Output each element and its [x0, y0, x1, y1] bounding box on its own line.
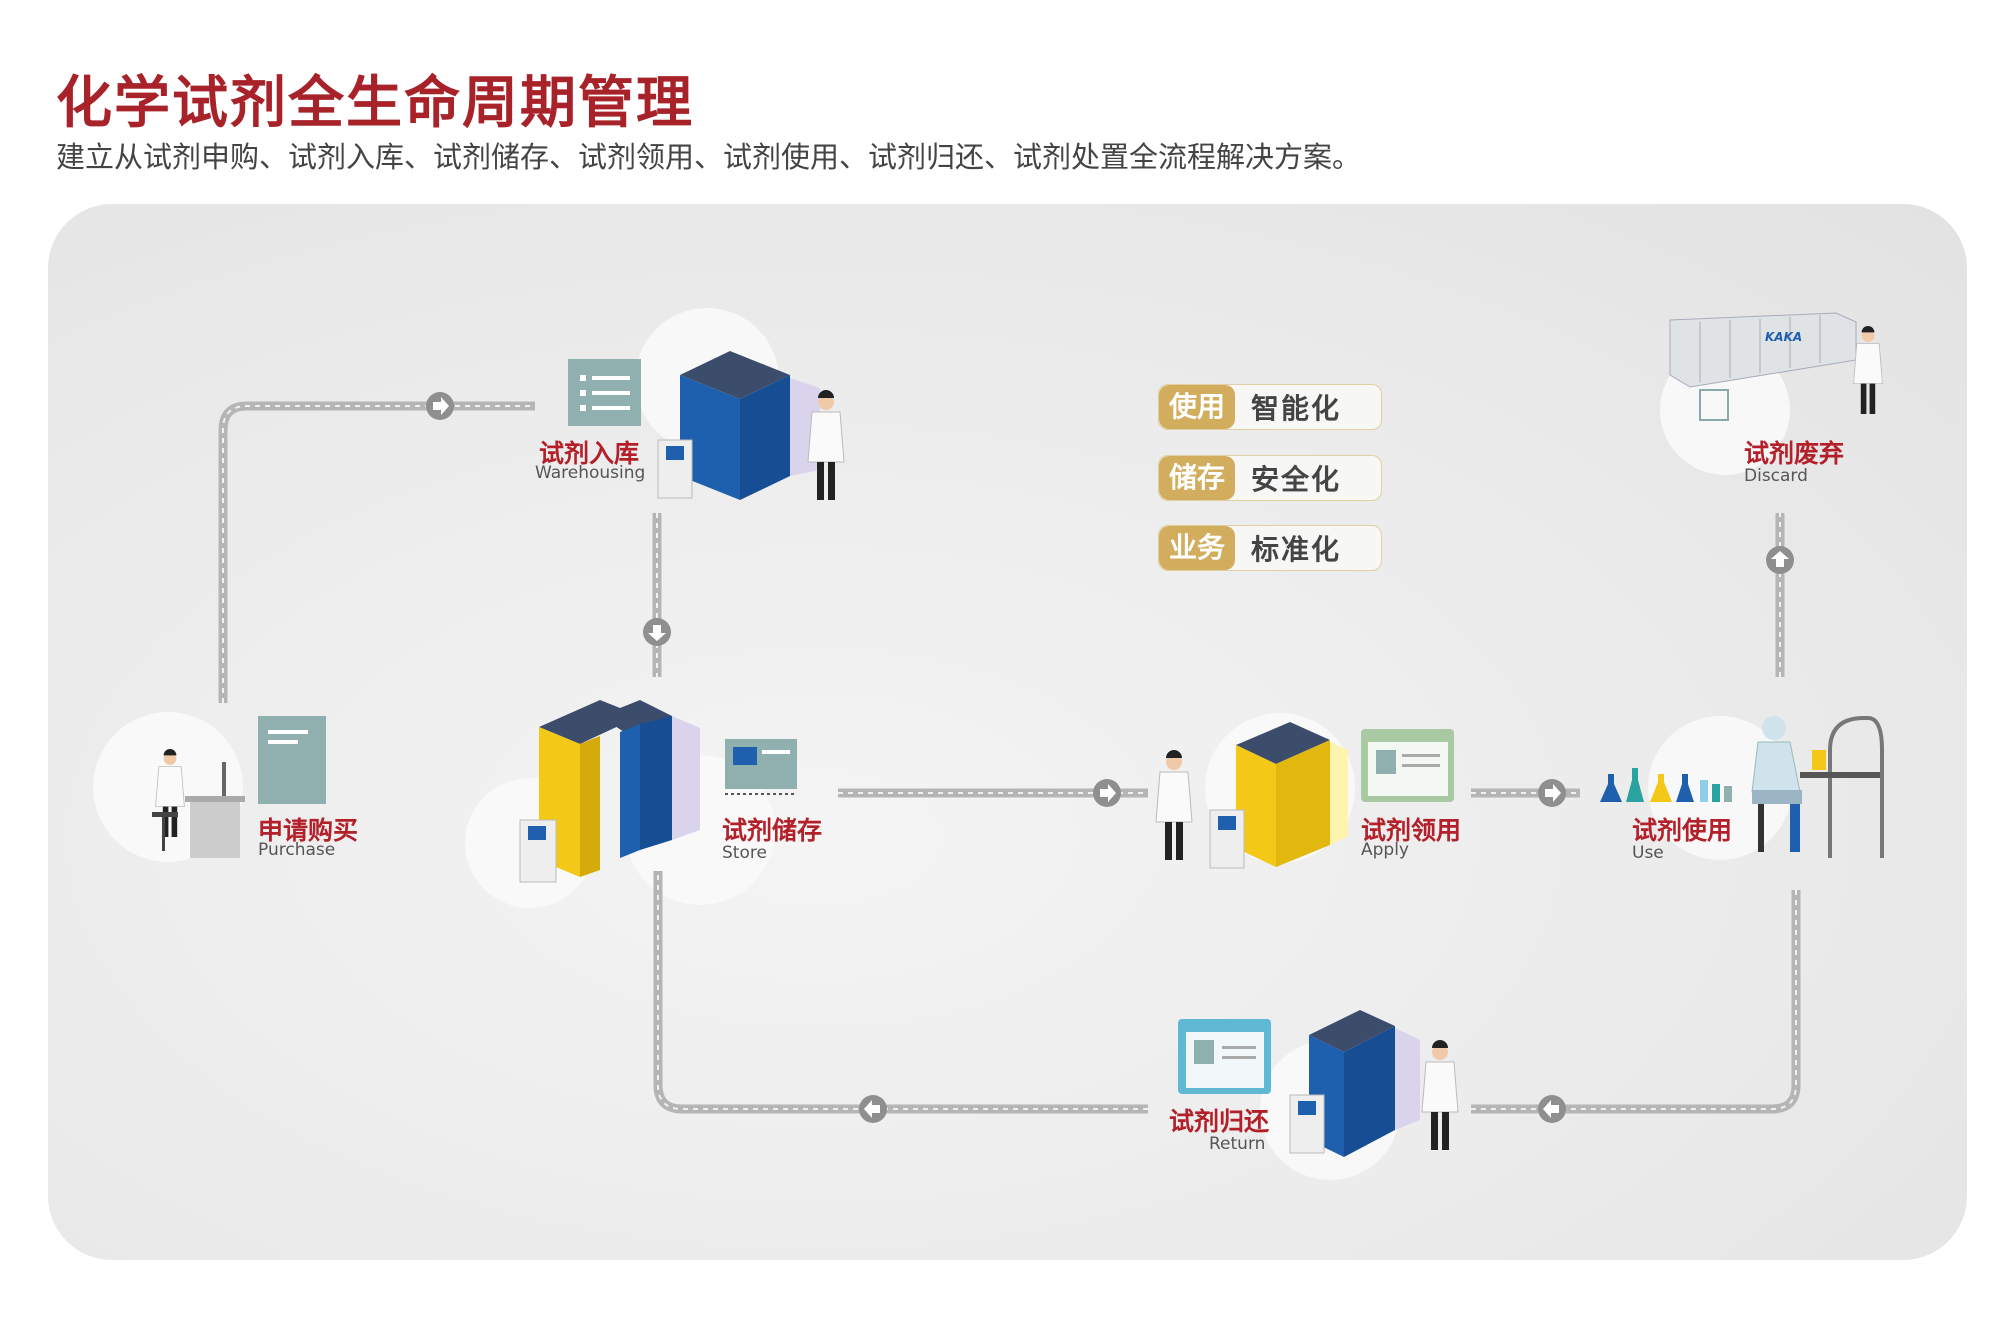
flasks-icon: [1600, 768, 1732, 802]
arrow-left-icon: [1538, 1095, 1566, 1123]
container-logo: KAKA: [1765, 330, 1803, 344]
badge-key: 使用: [1159, 385, 1236, 429]
cabinet-icon: [1236, 745, 1276, 867]
path-use-return: [1471, 890, 1801, 1114]
step-return-label: 试剂归还: [1169, 1107, 1270, 1136]
arrow-right-icon: [1093, 779, 1121, 807]
arrow-left-icon: [859, 1095, 887, 1123]
warehousing-illustration: [568, 351, 845, 501]
step-store-en: Store: [722, 843, 767, 863]
step-apply-label: 试剂领用: [1361, 816, 1462, 845]
badge-value: 安全化: [1251, 463, 1342, 496]
step-warehousing-label: 试剂入库: [539, 439, 640, 468]
badge-key: 储存: [1159, 456, 1236, 500]
page-subtitle: 建立从试剂申购、试剂入库、试剂储存、试剂领用、试剂使用、试剂归还、试剂处置全流程…: [56, 140, 1362, 174]
badge-value: 标准化: [1251, 533, 1342, 566]
step-purchase-en: Purchase: [258, 840, 336, 860]
badge-usage: 使用 智能化: [1158, 384, 1382, 430]
step-store-label: 试剂储存: [722, 816, 823, 845]
cabinet-icon: [1309, 1010, 1395, 1052]
step-use-label: 试剂使用: [1632, 816, 1733, 845]
badge-value: 智能化: [1251, 392, 1342, 425]
background-circles: [93, 308, 1792, 1180]
step-purchase-label: 申请购买: [258, 816, 359, 845]
discard-illustration: [1669, 312, 1883, 421]
return-illustration: [1178, 1010, 1459, 1157]
step-discard-label: 试剂废弃: [1744, 439, 1845, 468]
arrow-up-icon: [1766, 546, 1794, 574]
arrow-right-icon: [426, 392, 454, 420]
page-title: 化学试剂全生命周期管理: [56, 71, 694, 136]
step-return-en: Return: [1209, 1134, 1266, 1154]
step-use-en: Use: [1632, 843, 1664, 863]
purchase-illustration: [152, 716, 326, 858]
desk-icon: [190, 800, 240, 858]
cabinet-icon: [680, 351, 790, 399]
step-apply-en: Apply: [1361, 840, 1409, 860]
use-illustration: [1600, 716, 1884, 858]
step-warehousing-en: Warehousing: [535, 463, 646, 483]
flow-path: [218, 401, 1801, 1114]
arrow-right-icon: [1538, 779, 1566, 807]
document-icon: [258, 716, 326, 804]
badge-key: 业务: [1159, 526, 1236, 570]
apply-illustration: [1155, 722, 1454, 869]
badge-storage: 储存 安全化: [1158, 455, 1382, 501]
badge-business: 业务 标准化: [1158, 525, 1382, 571]
lifecycle-panel: [48, 204, 1967, 1260]
arrow-down-icon: [643, 618, 671, 646]
path-purchase-warehousing: [218, 401, 535, 703]
store-illustration: [519, 700, 797, 883]
path-return-store: [653, 871, 1148, 1114]
step-discard-en: Discard: [1744, 466, 1808, 486]
